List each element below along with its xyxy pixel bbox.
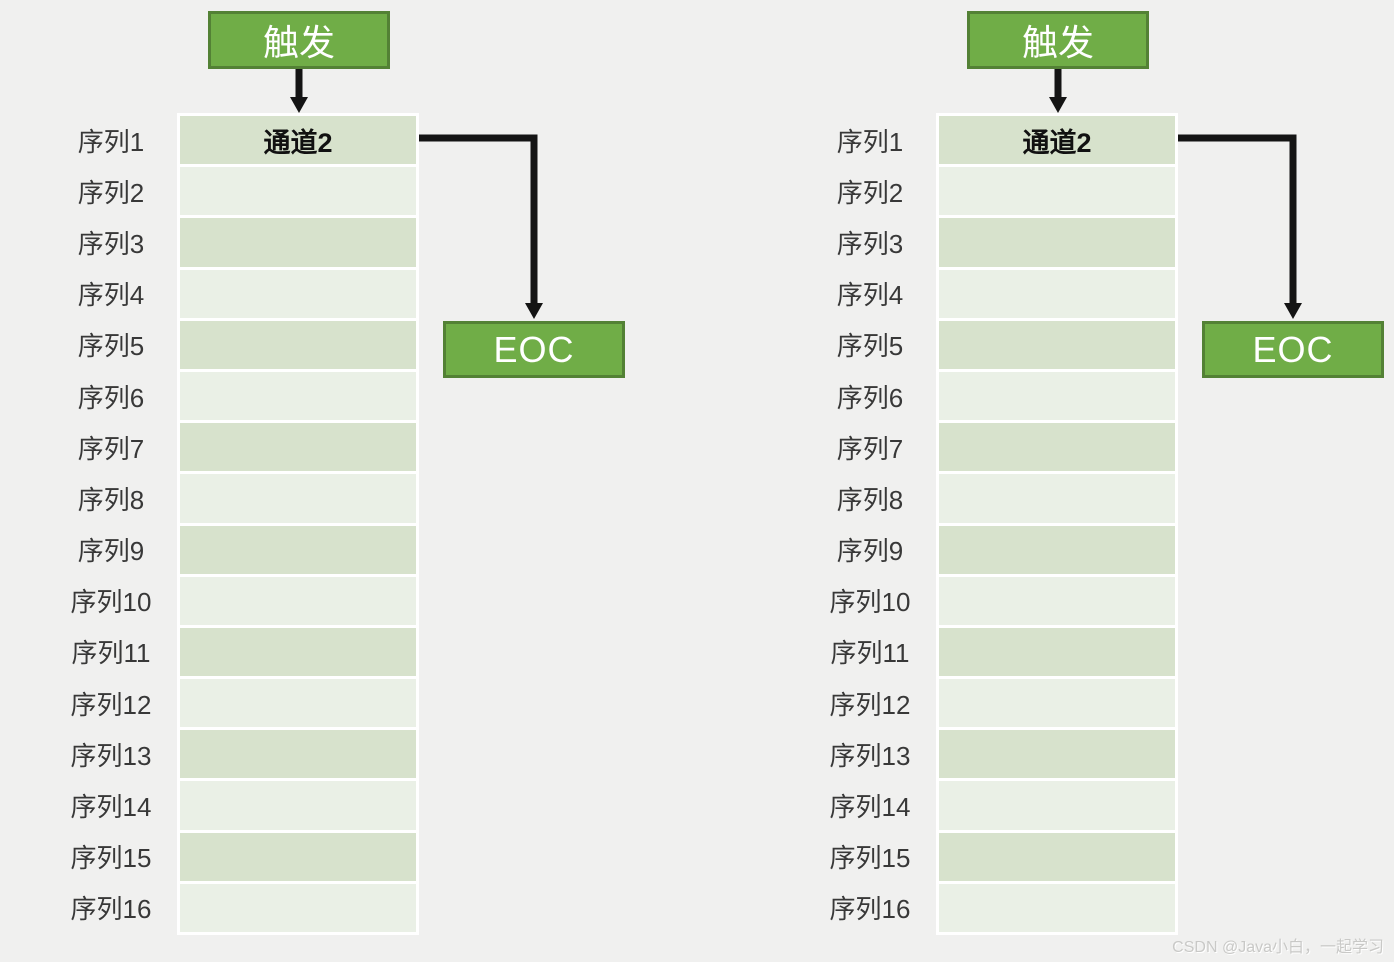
table-cell	[180, 218, 416, 267]
sequence-label: 序列3	[77, 228, 145, 259]
sequence-label: 序列9	[836, 536, 904, 567]
table-cell	[180, 883, 416, 932]
sequence-label: 序列9	[77, 536, 145, 567]
sequence-label: 序列6	[836, 382, 904, 413]
eoc-elbow-arrow	[1178, 134, 1302, 319]
watermark: CSDN @Java小白，一起学习	[1172, 939, 1384, 956]
table-cell	[939, 781, 1175, 830]
table-cell	[939, 371, 1175, 421]
trigger-label: 触发	[1021, 22, 1094, 63]
sequence-label: 序列12	[829, 689, 911, 720]
sequence-label: 序列1	[77, 126, 145, 157]
trigger-box: 触发	[967, 11, 1149, 69]
table-cell	[939, 269, 1175, 318]
sequence-label: 序列16	[70, 894, 152, 925]
sequence-label: 序列10	[70, 587, 152, 618]
sequence-label: 序列8	[77, 484, 145, 515]
channel-cell: 通道2	[939, 116, 1175, 165]
sequence-label: 序列16	[829, 894, 911, 925]
sequence-label: 序列14	[70, 792, 152, 823]
table-cell	[939, 627, 1175, 677]
table-cell	[180, 730, 416, 779]
table-cell	[939, 730, 1175, 779]
table-cell	[939, 832, 1175, 881]
table-cell	[180, 627, 416, 677]
eoc-label: EOC	[1252, 328, 1334, 370]
table-cell	[180, 576, 416, 625]
sequence-label-column: 序列1 序列2 序列3 序列4 序列5 序列6 序列7 序列8 序列9 序列10 序列11 序列12 序…	[814, 113, 926, 935]
table-cell	[180, 781, 416, 830]
table-cell	[939, 576, 1175, 625]
table-cell	[939, 883, 1175, 932]
sequence-label: 序列13	[829, 740, 911, 771]
trigger-down-arrow	[290, 69, 308, 113]
table-cell	[180, 167, 416, 216]
table-cell	[939, 167, 1175, 216]
eoc-elbow-arrow	[419, 134, 543, 319]
table-cell	[939, 525, 1175, 574]
table-cell	[180, 423, 416, 472]
eoc-label: EOC	[493, 328, 575, 370]
sequence-label-column: 序列1 序列2 序列3 序列4 序列5 序列6 序列7 序列8 序列9 序列10 序列11 序列12 序…	[55, 113, 167, 935]
table-cell	[180, 371, 416, 421]
sequence-label: 序列5	[77, 331, 145, 362]
sequence-label: 序列2	[77, 177, 145, 208]
eoc-box: EOC	[443, 321, 625, 378]
table-cell	[939, 423, 1175, 472]
sequence-label: 序列15	[829, 843, 911, 874]
table-cell	[180, 679, 416, 728]
table-cell	[180, 525, 416, 574]
channel-table: 通道2	[177, 113, 419, 935]
sequence-label: 序列13	[70, 740, 152, 771]
sequence-label: 序列1	[836, 126, 904, 157]
table-cell	[939, 320, 1175, 369]
sequence-label: 序列4	[836, 280, 904, 311]
sequence-label: 序列15	[70, 843, 152, 874]
sequence-label: 序列6	[77, 382, 145, 413]
sequence-label: 序列8	[836, 484, 904, 515]
table-cell	[180, 320, 416, 369]
table-cell	[939, 474, 1175, 523]
channel-table: 通道2	[936, 113, 1178, 935]
trigger-box: 触发	[208, 11, 390, 69]
sequence-label: 序列14	[829, 792, 911, 823]
sequence-label: 序列11	[71, 638, 151, 669]
channel-cell: 通道2	[180, 116, 416, 165]
table-cell	[180, 832, 416, 881]
table-cell	[180, 269, 416, 318]
sequence-label: 序列12	[70, 689, 152, 720]
table-cell	[180, 474, 416, 523]
sequence-label: 序列4	[77, 280, 145, 311]
sequence-label: 序列7	[836, 433, 904, 464]
eoc-box: EOC	[1202, 321, 1384, 378]
sequence-label: 序列7	[77, 433, 145, 464]
table-cell	[939, 679, 1175, 728]
sequence-label: 序列2	[836, 177, 904, 208]
sequence-label: 序列10	[829, 587, 911, 618]
trigger-down-arrow	[1049, 69, 1067, 113]
sequence-label: 序列11	[830, 638, 910, 669]
sequence-label: 序列5	[836, 331, 904, 362]
table-cell	[939, 218, 1175, 267]
sequence-label: 序列3	[836, 228, 904, 259]
trigger-label: 触发	[262, 22, 335, 63]
